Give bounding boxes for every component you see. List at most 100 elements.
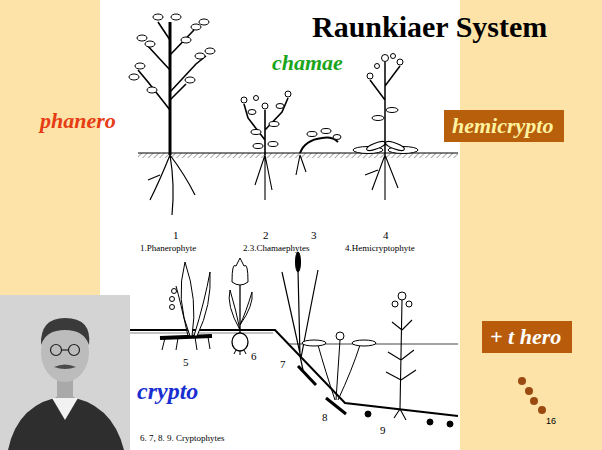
- figure-caption: 2.3.Chamaephytes: [243, 243, 310, 253]
- water-lily-hydrophyte: [352, 340, 376, 346]
- label-box: hemicrypto: [444, 110, 564, 142]
- creeping-chamaephyte: [307, 132, 317, 137]
- portrait-photo: [41, 318, 89, 345]
- phanerophyte-tree: [169, 22, 172, 155]
- phanerophyte-tree: [195, 53, 205, 59]
- rhizome-geophyte: [160, 336, 212, 338]
- callout-number: 1: [173, 229, 179, 242]
- bulb-geophyte: [232, 258, 248, 285]
- water-lily-hydrophyte: [336, 332, 344, 340]
- callout-number: 9: [380, 424, 386, 437]
- page-number: 16: [546, 416, 556, 426]
- phanerophyte-tree: [147, 87, 157, 93]
- creeping-chamaephyte: [300, 138, 338, 154]
- figure-caption: 6. 7, 8. 9. Cryptophytes: [140, 433, 225, 443]
- creeping-chamaephyte: [333, 135, 341, 140]
- decorative-dots: [538, 406, 546, 414]
- rhizome-geophyte: [160, 262, 212, 350]
- hemicryptophyte-plant: [370, 62, 400, 155]
- chamaephyte-shrub: [248, 110, 256, 115]
- phanerophyte-tree: [129, 74, 139, 80]
- rhizome-geophyte: [194, 272, 210, 336]
- box-label: + t hero: [490, 324, 564, 349]
- chamaephyte-shrub: [262, 103, 268, 109]
- portrait-photo: [0, 295, 130, 450]
- phanerophyte-tree: [181, 37, 191, 43]
- hemicryptophyte-plant: [391, 54, 396, 59]
- hemicryptophyte-plant: [353, 54, 418, 201]
- submerged-hydrophyte: [365, 411, 371, 417]
- submerged-hydrophyte: [386, 300, 416, 420]
- hemicryptophyte-plant: [375, 64, 380, 69]
- hemicryptophyte-plant: [367, 54, 403, 121]
- rhizome-geophyte: [172, 289, 177, 294]
- portrait-photo: [62, 349, 69, 350]
- hemicryptophyte-plant: [385, 140, 406, 152]
- bulb-geophyte: [229, 290, 252, 330]
- soil-and-water: [128, 330, 458, 416]
- bulb-geophyte: [229, 258, 252, 355]
- hemicryptophyte-plant: [382, 55, 389, 62]
- chamaephyte-shrub: [241, 97, 247, 103]
- label-box: + t hero: [482, 321, 572, 353]
- phanerophyte-tree: [129, 14, 215, 93]
- hemicryptophyte-plant: [397, 59, 403, 65]
- water-lily-hydrophyte: [318, 340, 360, 400]
- decorative-dots: [525, 387, 533, 395]
- callout-number: 7: [280, 358, 286, 371]
- chamaephyte-shrub: [276, 104, 284, 109]
- chamaephyte-shrub: [244, 98, 288, 155]
- hemicryptophyte-plant: [386, 108, 398, 113]
- figure-caption: 1.Phanerophyte: [140, 243, 196, 253]
- phanerophyte-tree: [199, 19, 209, 25]
- submerged-hydrophyte: [427, 419, 433, 425]
- creeping-chamaephyte: [307, 129, 341, 140]
- box-label: hemicrypto: [452, 113, 556, 138]
- category-label: phanero: [40, 108, 116, 133]
- decorative-dots: [518, 377, 546, 414]
- chamaephyte-shrub: [251, 130, 261, 135]
- soil-and-water: [128, 333, 273, 334]
- portrait-photo: [54, 365, 76, 370]
- phanerophyte-tree: [191, 24, 201, 30]
- water-lily-hydrophyte: [326, 398, 346, 414]
- rhizome-geophyte: [170, 297, 175, 302]
- hemicryptophyte-plant: [367, 73, 373, 79]
- phanerophyte-tree: [138, 22, 206, 110]
- figure-caption: 4.Hemicryptophyte: [345, 243, 415, 253]
- portrait-photo: [51, 345, 62, 356]
- phanerophyte-tree: [205, 48, 215, 54]
- phanerophyte-tree: [137, 35, 147, 41]
- category-label: crypto: [137, 378, 198, 406]
- rhizome-geophyte: [170, 305, 175, 310]
- reed-helophyte: [296, 252, 301, 272]
- hemicryptophyte-plant: [366, 140, 387, 152]
- water-lily-hydrophyte: [302, 332, 376, 414]
- chamaephyte-shrub: [269, 122, 279, 127]
- submerged-hydrophyte: [447, 421, 453, 427]
- callout-number: 3: [311, 229, 317, 242]
- phanerophyte-tree: [145, 41, 155, 47]
- reed-helophyte: [282, 252, 318, 385]
- slide-title: Raunkiaer System: [312, 10, 547, 45]
- soil-and-water: [128, 330, 458, 416]
- reed-helophyte: [282, 270, 318, 370]
- submerged-hydrophyte: [406, 301, 412, 307]
- chamaephyte-shrub: [268, 142, 278, 147]
- portrait-photo: [69, 345, 80, 356]
- phanerophyte-tree: [135, 63, 145, 69]
- chamaephyte-shrub: [241, 91, 291, 200]
- rhizome-geophyte: [162, 337, 210, 350]
- phanerophyte-tree: [185, 77, 195, 83]
- creeping-chamaephyte: [296, 155, 306, 175]
- chamaephyte-shrub: [241, 91, 291, 149]
- category-label: chamae: [272, 50, 343, 75]
- soil-surface: [138, 153, 458, 158]
- hemicryptophyte-plant: [365, 155, 398, 200]
- creeping-chamaephyte: [321, 129, 331, 134]
- submerged-hydrophyte: [365, 292, 453, 427]
- callout-number: 4: [383, 229, 389, 242]
- phanerophyte-tree: [129, 14, 215, 215]
- submerged-hydrophyte: [392, 301, 398, 307]
- phanerophyte-tree: [171, 14, 181, 20]
